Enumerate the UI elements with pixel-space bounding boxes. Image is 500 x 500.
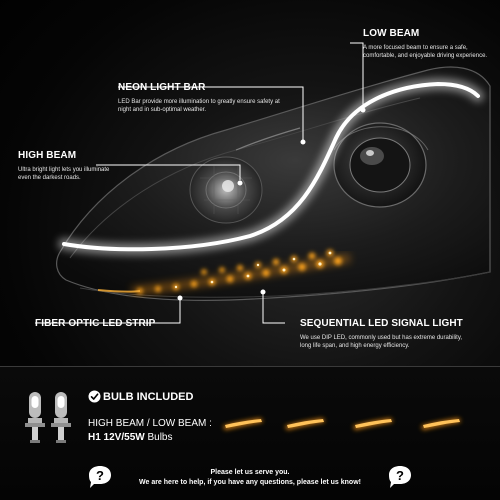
section-divider	[0, 366, 500, 367]
halogen-bulb-icon	[25, 392, 71, 443]
fiber-optic-title: FIBER OPTIC LED STRIP	[35, 318, 156, 329]
low-beam-title: LOW BEAM	[363, 28, 420, 39]
callout-low-beam: LOW BEAM A more focused beam to ensure a…	[363, 28, 493, 60]
amber-signal-icon	[353, 418, 393, 430]
amber-signal-icon	[285, 418, 325, 430]
neon-bar-desc: LED Bar provide more illumination to gre…	[118, 99, 280, 113]
callout-fiber-optic: FIBER OPTIC LED STRIP	[35, 318, 155, 329]
amber-signal-icon	[223, 418, 263, 430]
callout-sequential: SEQUENTIAL LED SIGNAL LIGHT We use DIP L…	[300, 318, 475, 350]
amber-signal-icon	[421, 418, 461, 430]
callout-leaders	[35, 42, 364, 324]
sequential-desc: We use DIP LED, commonly used but has ex…	[300, 335, 463, 349]
neon-light-bar	[62, 81, 480, 252]
service-line-1: Please let us serve you.	[210, 469, 290, 476]
amber-signal-sequence	[223, 418, 461, 430]
bulb-info-panel	[0, 367, 500, 500]
checkmark-icon	[88, 390, 101, 403]
callout-high-beam: HIGH BEAM Ultra bright light lets you il…	[18, 150, 118, 182]
bulb-beam-line: HIGH BEAM / LOW BEAM :	[88, 418, 212, 429]
bulb-spec-rest: Bulbs	[144, 432, 173, 443]
sequential-title: SEQUENTIAL LED SIGNAL LIGHT	[300, 318, 463, 329]
high-beam-desc: Ultra bright light lets you illuminate e…	[18, 167, 110, 181]
callout-neon-bar: NEON LIGHT BAR LED Bar provide more illu…	[118, 82, 298, 114]
headlight-illustration	[35, 42, 491, 324]
neon-bar-title: NEON LIGHT BAR	[118, 82, 206, 93]
question-bubble-icon: ?	[389, 466, 411, 488]
bulb-spec-bold: H1 12V/55W	[88, 432, 145, 443]
callout-dots	[177, 107, 366, 301]
bulb-included-title: BULB INCLUDED	[103, 391, 194, 403]
svg-text:?: ?	[396, 468, 404, 483]
fiber-optic-strip	[97, 289, 141, 293]
bulb-spec-line: H1 12V/55W Bulbs	[88, 432, 173, 443]
question-bubble-icon: ?	[89, 466, 111, 488]
high-beam-title: HIGH BEAM	[18, 150, 77, 161]
sequential-led-strip	[137, 249, 342, 294]
low-beam-desc: A more focused beam to ensure a safe, co…	[363, 45, 488, 59]
svg-text:?: ?	[96, 468, 104, 483]
service-line-2: We are here to help, if you have any que…	[139, 479, 361, 486]
